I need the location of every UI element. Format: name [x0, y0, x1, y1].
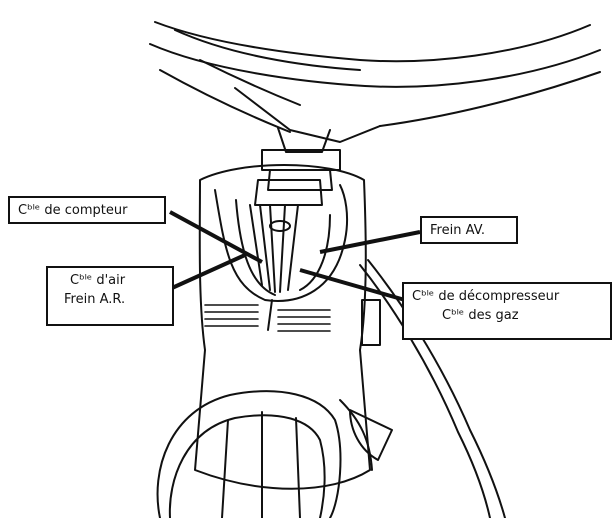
- label-decompressor-text: Cᵇˡᵉ de décompresseur: [412, 288, 602, 307]
- label-speedometer-text: Cᵇˡᵉ de compteur: [18, 200, 156, 222]
- front-mudguard-wheel: [158, 391, 392, 518]
- label-speedometer-cable: Cᵇˡᵉ de compteur: [8, 196, 166, 224]
- label-air-text: Cᵇˡᵉ d'air: [70, 272, 164, 291]
- leg-shield: [195, 165, 370, 489]
- label-air-rear-brake: Cᵇˡᵉ d'air Frein A.R.: [46, 266, 174, 326]
- leader-speedo: [170, 212, 262, 262]
- handlebar: [150, 22, 600, 142]
- label-rear-brake-text: Frein A.R.: [64, 291, 164, 310]
- leader-front-brake: [320, 232, 420, 252]
- label-gas-text: Cᵇˡᵉ des gaz: [442, 307, 602, 326]
- label-decompressor-gas: Cᵇˡᵉ de décompresseur Cᵇˡᵉ des gaz: [402, 282, 612, 340]
- label-front-brake-text: Frein AV.: [430, 220, 508, 242]
- leader-decomp: [300, 270, 405, 300]
- label-front-brake: Frein AV.: [420, 216, 518, 244]
- cable-bundle: [250, 180, 322, 330]
